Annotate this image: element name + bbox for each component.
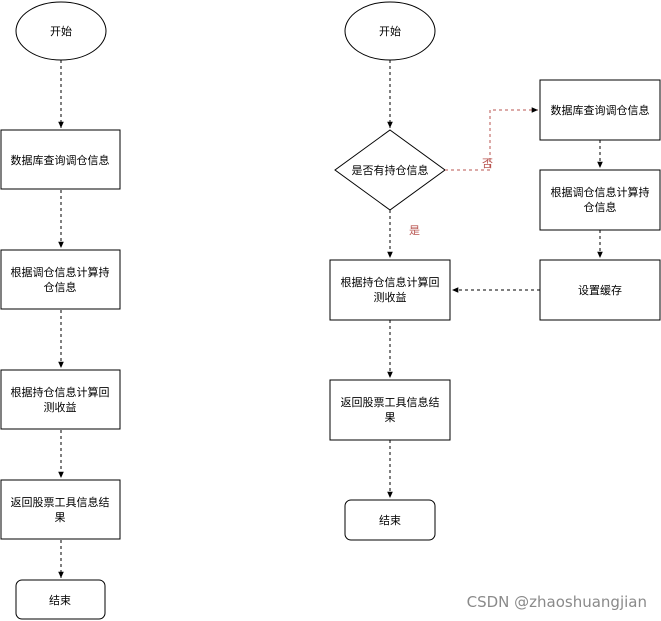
- right-start-label: 开始: [379, 24, 401, 38]
- right-compute-label-2: 仓信息: [584, 200, 617, 214]
- right-compute-box: [539, 169, 661, 231]
- left-compute-label-1: 根据调仓信息计算持: [11, 265, 110, 279]
- right-edge-yes-label: 是: [409, 224, 420, 237]
- left-compute-box: [0, 249, 121, 310]
- left-flow: 开始 数据库查询调仓信息 根据调仓信息计算持 仓信息 根据持仓信息计算回 测收益…: [0, 1, 121, 620]
- left-calc-box: [0, 369, 121, 430]
- right-calc-label-2: 测收益: [374, 290, 407, 304]
- right-cache-label: 设置缓存: [578, 283, 622, 297]
- left-return-box: [0, 479, 121, 540]
- right-query-label: 数据库查询调仓信息: [551, 103, 650, 117]
- left-end-label: 结束: [49, 594, 71, 607]
- right-calc-box: [329, 259, 451, 321]
- left-start-label: 开始: [50, 24, 72, 38]
- left-compute-label-2: 仓信息: [44, 280, 77, 294]
- right-calc-label-1: 根据持仓信息计算回: [341, 275, 440, 289]
- left-query-box: [0, 129, 121, 190]
- left-return-label-2: 果: [55, 511, 66, 524]
- right-return-label-2: 果: [385, 411, 396, 424]
- left-calc-label-2: 测收益: [44, 400, 77, 414]
- right-compute-label-1: 根据调仓信息计算持: [551, 185, 650, 199]
- right-edge-no-label: 否: [482, 157, 493, 170]
- right-query-box: [539, 79, 661, 141]
- right-edge-no: [445, 107, 538, 171]
- watermark-text: CSDN @zhaoshuangjian: [466, 593, 647, 611]
- left-query-label: 数据库查询调仓信息: [11, 153, 110, 167]
- right-return-box: [329, 379, 451, 441]
- right-return-label-1: 返回股票工具信息结: [341, 395, 440, 409]
- right-cache-box: [539, 259, 661, 321]
- left-calc-label-1: 根据持仓信息计算回: [11, 385, 110, 399]
- left-end-node: [15, 579, 106, 620]
- right-end-label: 结束: [379, 514, 401, 527]
- right-flow: 开始 是否有持仓信息 否 数据库查询调仓信息 根据调仓信息计算持 仓信息 设置缓…: [329, 1, 661, 541]
- right-end-node: [344, 499, 436, 541]
- left-return-label-1: 返回股票工具信息结: [11, 495, 110, 509]
- right-decision-label: 是否有持仓信息: [352, 163, 429, 177]
